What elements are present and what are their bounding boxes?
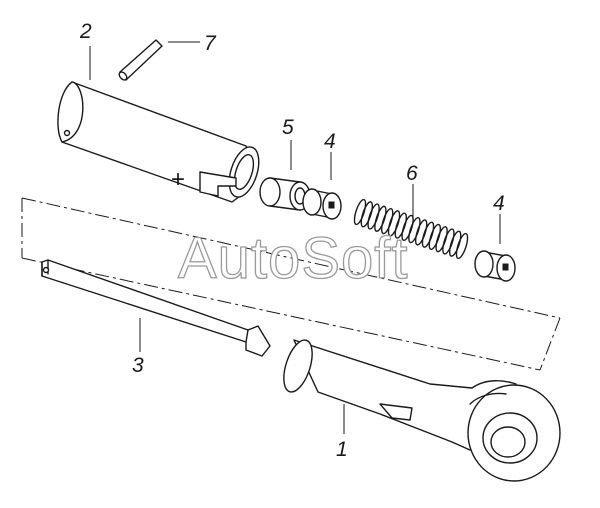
part-2-housing [57,46,260,203]
callout-1: 1 [336,438,348,461]
spring-coil [455,232,469,260]
spring-coil [414,219,428,246]
spring-coil [367,203,380,230]
plus-mark: + [171,166,185,193]
spring-coil [380,207,394,235]
spring-coil [421,221,435,248]
callout-4-lower: 4 [493,192,505,215]
spring-coil [408,216,421,244]
spring-coil [387,210,401,237]
assembly-outline [21,197,561,371]
spring-coil [353,198,367,226]
part-7-pin [118,39,200,81]
callout-3: 3 [132,354,144,377]
part-3-lever [41,259,271,357]
part-1-rod-end [283,339,561,482]
spring-coil [442,228,455,255]
spring-coil [394,212,408,239]
spring-coil [360,201,374,228]
callout-2: 2 [79,20,92,43]
spring-coil [428,223,442,251]
spring-coil [435,226,448,253]
watermark-text: AutoSoft [178,226,408,291]
part-4-seat-upper [302,152,342,220]
callout-5: 5 [282,116,294,139]
part-4-seat-lower [474,214,516,282]
spring-coil [374,205,387,232]
spring-coil [401,214,414,242]
callout-4-upper: 4 [324,130,336,153]
spring-coil [448,230,462,257]
part-6-spring [353,184,469,260]
callout-6: 6 [406,162,418,185]
callout-7: 7 [204,32,217,55]
